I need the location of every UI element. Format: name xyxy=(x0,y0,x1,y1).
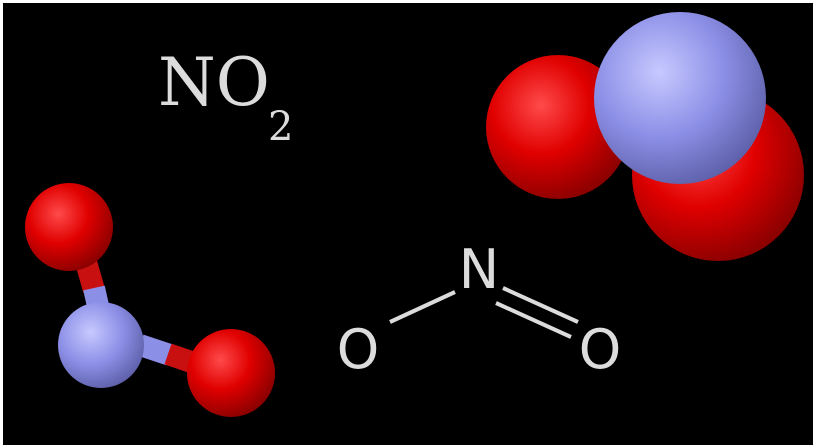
formula-symbols: NO xyxy=(158,44,270,121)
ball-and-stick-model xyxy=(25,183,275,417)
skeletal-formula: O N O xyxy=(337,238,622,381)
chemical-formula: NO 2 xyxy=(158,44,293,150)
skeletal-atom-oxygen-left: O xyxy=(337,318,380,381)
double-bond-line-1 xyxy=(502,286,579,324)
skeletal-atom-nitrogen: N xyxy=(459,238,499,301)
ball-oxygen-top xyxy=(25,183,113,271)
space-filling-oxygen-left xyxy=(486,55,630,199)
double-bond-line-2 xyxy=(495,301,572,339)
ball-oxygen-right xyxy=(187,329,275,417)
ball-nitrogen xyxy=(58,302,144,388)
space-filling-model xyxy=(486,12,804,261)
single-bond xyxy=(389,290,456,324)
skeletal-atom-oxygen-right: O xyxy=(579,318,622,381)
space-filling-nitrogen xyxy=(594,12,766,184)
formula-subscript: 2 xyxy=(268,104,293,150)
